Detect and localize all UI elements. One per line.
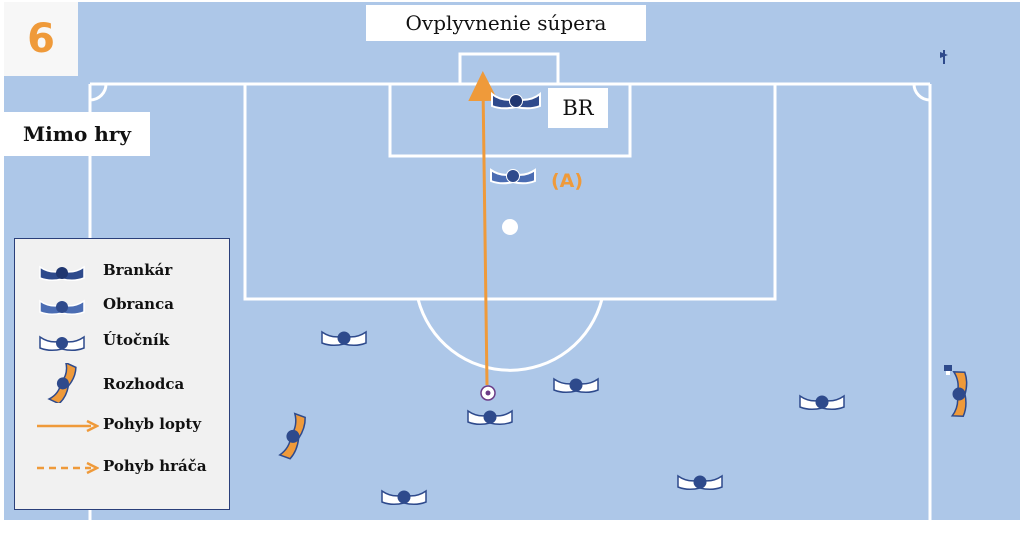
attacker-player-icon bbox=[677, 474, 723, 491]
goalkeeper-player-icon bbox=[491, 91, 541, 110]
ball-movement-arrow-icon bbox=[37, 419, 99, 433]
assistant-referee-icon bbox=[950, 371, 968, 417]
attacker-player-icon bbox=[799, 394, 845, 411]
offside-label: Mimo hry bbox=[4, 112, 150, 156]
attacker-player-icon bbox=[553, 377, 599, 394]
legend-label: Obranca bbox=[103, 295, 174, 313]
defender-player-icon bbox=[490, 168, 536, 185]
penalty-arc bbox=[416, 298, 604, 372]
goal-area bbox=[388, 82, 632, 158]
player-movement-dashed-arrow-icon bbox=[37, 461, 99, 475]
legend-label: Útočník bbox=[103, 331, 170, 349]
legend-item-ball-movement: Pohyb lopty bbox=[15, 409, 229, 443]
diagram-title: Ovplyvnenie súpera bbox=[366, 5, 646, 41]
ball-icon bbox=[480, 385, 496, 401]
corner-flag-icon bbox=[940, 50, 948, 64]
referee-icon bbox=[47, 363, 77, 403]
goalkeeper-icon bbox=[39, 265, 85, 282]
legend-label: Pohyb hráča bbox=[103, 457, 207, 475]
legend-item-referee: Rozhodca bbox=[15, 361, 229, 405]
ball-movement-arrow bbox=[468, 71, 499, 386]
attacker-player-icon bbox=[467, 409, 513, 426]
legend-label: Rozhodca bbox=[103, 375, 185, 393]
attacker-icon bbox=[39, 335, 85, 352]
attacker-player-icon bbox=[381, 489, 427, 506]
referee-flag-icon bbox=[944, 365, 952, 375]
corner-arc-left bbox=[89, 83, 108, 102]
legend-item-attacker: Útočník bbox=[15, 325, 229, 359]
diagram-number: 6 bbox=[4, 2, 78, 76]
legend-label: Brankár bbox=[103, 261, 173, 279]
goal-frame bbox=[458, 52, 560, 84]
referee-icon bbox=[278, 412, 306, 460]
corner-arc-right bbox=[912, 83, 931, 102]
movement-label: (A) bbox=[551, 170, 584, 192]
goalkeeper-label: BR bbox=[548, 88, 608, 128]
legend-label: Pohyb lopty bbox=[103, 415, 202, 433]
legend-item-goalkeeper: Brankár bbox=[15, 255, 229, 289]
attacker-player-icon bbox=[321, 330, 367, 347]
defender-icon bbox=[39, 299, 85, 316]
penalty-spot bbox=[502, 219, 518, 235]
legend-item-defender: Obranca bbox=[15, 289, 229, 323]
legend-item-player-movement: Pohyb hráča bbox=[15, 451, 229, 485]
legend: Brankár Obranca Útočník bbox=[14, 238, 230, 510]
